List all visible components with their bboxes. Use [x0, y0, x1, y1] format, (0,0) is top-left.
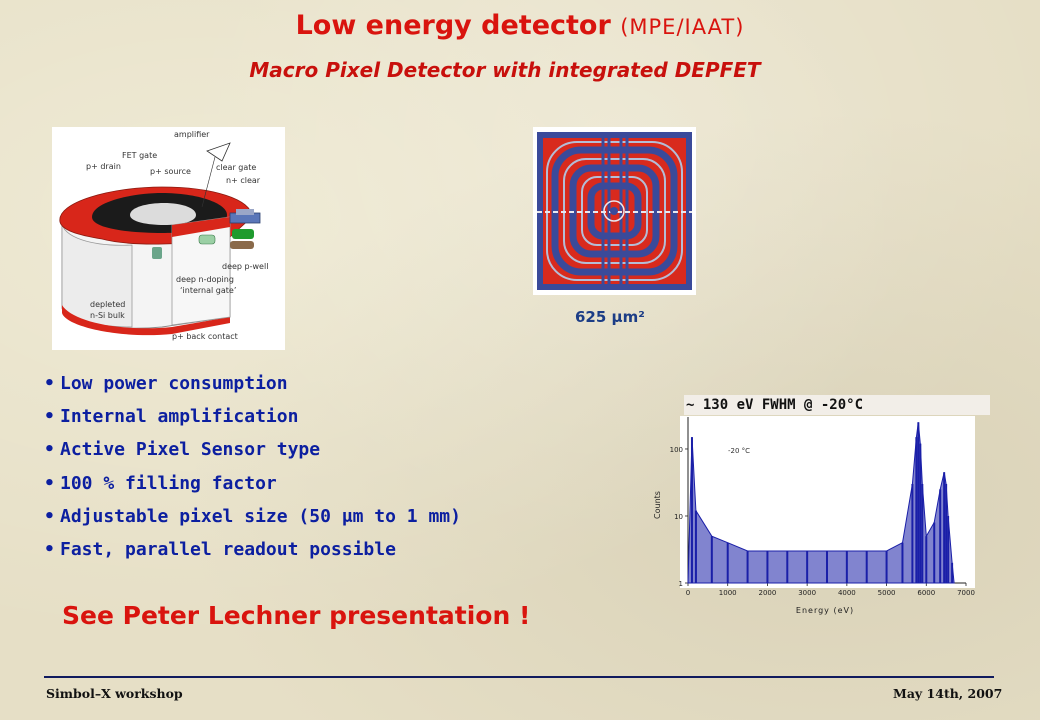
label-clear-gate: clear gate: [216, 163, 256, 172]
x-tick-label: 0: [686, 589, 690, 597]
pixel-layout-figure: [533, 127, 696, 295]
label-fet-gate: FET gate: [122, 151, 157, 160]
spectrum-svg: ~ 130 eV FWHM @ -20°C -20 °C 0 1000 2000 30…: [653, 395, 990, 615]
y-axis-label: Counts: [653, 491, 662, 519]
label-internal-gate: ‘internal gate’: [180, 286, 236, 295]
title-main: Low energy detector: [295, 10, 611, 41]
temperature-label: -20 °C: [728, 447, 750, 455]
depfet-cross-section-drawing: amplifier FET gate p+ drain p+ source cl…: [59, 130, 268, 341]
feature-item: •Adjustable pixel size (50 μm to 1 mm): [44, 505, 461, 527]
feature-item: •Fast, parallel readout possible: [44, 538, 396, 560]
page-title: Low energy detector (MPE/IAAT): [0, 10, 1040, 41]
page-subtitle: Macro Pixel Detector with integrated DEP…: [249, 58, 761, 82]
x-tick-label: 2000: [759, 589, 777, 597]
annotation-bg: [684, 395, 990, 415]
y-tick-label: 10: [674, 513, 683, 521]
label-depleted: depleted: [90, 300, 125, 309]
feature-list: •Low power consumption •Internal amplifi…: [44, 370, 461, 569]
callout-text: See Peter Lechner presentation !: [62, 601, 531, 630]
footer-event: Simbol–X workshop: [46, 686, 183, 701]
label-deep-n-doping: deep n-doping: [176, 275, 234, 284]
feature-item: •Internal amplification: [44, 406, 299, 428]
x-tick-label: 3000: [798, 589, 816, 597]
label-p-source: p+ source: [150, 167, 191, 176]
y-tick-label: 100: [670, 446, 683, 454]
title-affiliation: (MPE/IAAT): [620, 15, 745, 39]
label-back-contact: p+ back contact: [172, 332, 238, 341]
x-tick-label: 7000: [957, 589, 975, 597]
feature-item: •Low power consumption: [44, 373, 288, 394]
label-amplifier: amplifier: [174, 130, 210, 139]
label-p-drain: p+ drain: [86, 162, 121, 171]
pixel-layout-drawing: [537, 132, 692, 290]
label-n-si-bulk: n-Si bulk: [90, 311, 125, 320]
footer-divider: [44, 676, 994, 678]
y-tick-label: 1: [679, 580, 683, 588]
depfet-cross-section-figure: amplifier FET gate p+ drain p+ source cl…: [52, 127, 285, 350]
x-tick-label: 1000: [719, 589, 737, 597]
feature-item: •Active Pixel Sensor type: [44, 439, 321, 461]
x-tick-label: 5000: [878, 589, 896, 597]
label-n-clear: n+ clear: [226, 176, 261, 185]
x-tick-label: 6000: [917, 589, 935, 597]
footer-date: May 14th, 2007: [893, 686, 1003, 701]
feature-item: •100 % filling factor: [44, 472, 277, 494]
spectrum-bars: [687, 422, 955, 584]
x-tick-label: 4000: [838, 589, 856, 597]
label-deep-p-well: deep p-well: [222, 262, 268, 271]
x-axis-label: Energy (eV): [796, 606, 854, 615]
fwhm-annotation: ~ 130 eV FWHM @ -20°C: [686, 397, 863, 413]
pixel-area-label: 625 µm²: [575, 308, 645, 326]
energy-spectrum-chart: ~ 130 eV FWHM @ -20°C -20 °C 0 1000 2000 30…: [650, 395, 990, 620]
